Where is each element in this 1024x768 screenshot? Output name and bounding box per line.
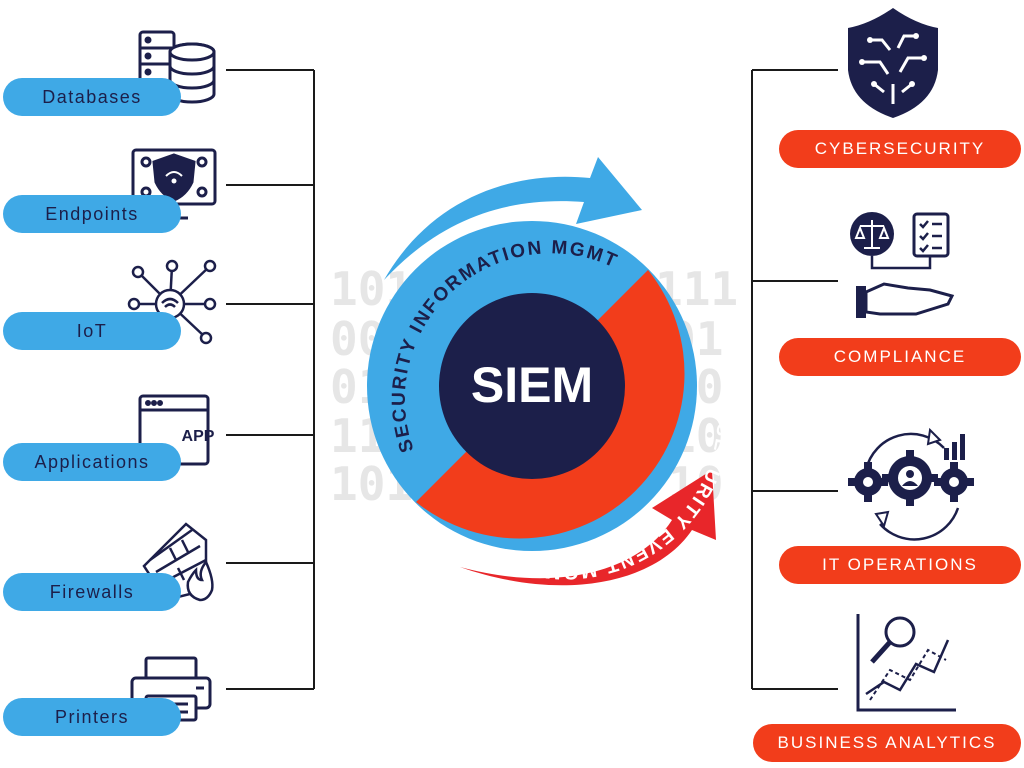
output-label-cybersecurity: CYBERSECURITY (814, 139, 986, 158)
source-label-firewalls: Firewalls (49, 581, 135, 602)
source-label-applications: Applications (34, 451, 150, 472)
source-label-endpoints: Endpoints (45, 203, 139, 224)
source-pill-firewalls: Firewalls (3, 573, 181, 611)
output-label-it-operations: IT OPERATIONS (822, 555, 978, 574)
database-server-icon (138, 30, 216, 104)
source-label-databases: Databases (42, 86, 142, 107)
output-pill-it-operations: IT OPERATIONS (779, 546, 1021, 584)
siem-title: SIEM (471, 357, 593, 413)
output-pill-business-analytics: BUSINESS ANALYTICS (753, 724, 1021, 762)
red-cycle-arrow (460, 470, 716, 586)
output-pill-compliance: COMPLIANCE (779, 338, 1021, 376)
source-pill-printers: Printers (3, 698, 181, 736)
source-connectors (226, 69, 315, 690)
source-pill-endpoints: Endpoints (3, 195, 181, 233)
output-connectors (751, 69, 838, 690)
source-label-printers: Printers (54, 706, 129, 727)
app-icon-text: APP (182, 428, 215, 445)
gears-user-icon (848, 427, 974, 541)
blue-cycle-arrow (384, 157, 642, 280)
scales-checklist-icon (850, 212, 955, 318)
source-label-iot: IoT (76, 320, 108, 341)
siem-ring: SIEM (367, 221, 697, 551)
siem-core (439, 293, 625, 479)
output-label-compliance: COMPLIANCE (833, 347, 967, 366)
endpoint-monitor-icon (131, 148, 217, 220)
source-pill-iot: IoT (3, 312, 181, 350)
circuit-shield-icon (848, 8, 938, 118)
source-pill-applications: Applications (3, 443, 181, 481)
analytics-chart-icon (856, 614, 956, 712)
output-pill-cybersecurity: CYBERSECURITY (779, 130, 1021, 168)
source-pill-databases: Databases (3, 78, 181, 116)
output-label-business-analytics: BUSINESS ANALYTICS (777, 733, 997, 752)
